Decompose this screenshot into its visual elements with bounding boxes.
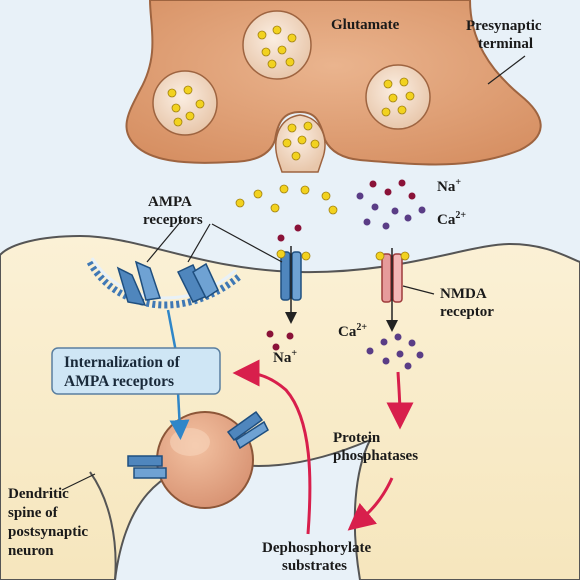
pathway-arrow-internalization bbox=[232, 359, 312, 535]
dendrite-lower-edge bbox=[89, 471, 117, 580]
presynaptic-label-2: terminal bbox=[478, 36, 533, 52]
dephos-label-1: Dephosphorylate bbox=[262, 540, 372, 556]
glutamate-label: Glutamate bbox=[331, 17, 400, 33]
internalization-label-1: Internalization of bbox=[64, 354, 181, 371]
ampa-receptor-icon bbox=[276, 249, 311, 301]
internalization-box bbox=[51, 347, 221, 395]
synaptic-vesicle-icon bbox=[242, 10, 312, 80]
spine-pointer bbox=[61, 473, 96, 491]
presynaptic-pointer bbox=[487, 55, 526, 85]
internalization-label-2: AMPA receptors bbox=[64, 373, 174, 390]
ampa-pointer-line bbox=[211, 223, 283, 263]
ampa-pointer-line bbox=[187, 223, 211, 263]
dephos-label-2: substrates bbox=[282, 558, 347, 574]
internalization-connector bbox=[166, 309, 178, 353]
pathway-arrow-dephosphorylate bbox=[347, 477, 394, 531]
ampa-label-2: receptors bbox=[143, 212, 203, 228]
nmda-label-1: NMDA bbox=[440, 286, 487, 302]
presynaptic-terminal bbox=[125, 0, 542, 166]
dendritic-label-3: postsynaptic bbox=[8, 524, 88, 540]
ion-cluster-top bbox=[277, 179, 426, 242]
ca-bottom-label: Ca2+ bbox=[338, 322, 367, 340]
nmda-receptor-icon bbox=[375, 251, 410, 303]
dendritic-label-4: neuron bbox=[8, 543, 54, 559]
ca-top-label: Ca2+ bbox=[437, 210, 466, 228]
internalization-arrow bbox=[169, 391, 190, 440]
ion-cluster-bottom bbox=[266, 330, 424, 370]
na-top-label: Na+ bbox=[437, 177, 461, 195]
fusing-vesicle bbox=[275, 114, 326, 173]
nmda-label-2: receptor bbox=[440, 304, 494, 320]
pathway-arrow-phosphatase bbox=[386, 371, 414, 430]
coated-pit bbox=[86, 260, 243, 309]
ampa-label-1: AMPA bbox=[148, 194, 192, 210]
na-bottom-label: Na+ bbox=[273, 348, 297, 366]
ampa-receptor-icon bbox=[176, 262, 219, 303]
protein-label-2: phosphatases bbox=[333, 448, 418, 464]
presynaptic-label-1: Presynaptic bbox=[466, 18, 542, 34]
ampa-pointer-line bbox=[146, 219, 183, 263]
nmda-pointer bbox=[402, 285, 435, 295]
dendritic-label-2: spine of bbox=[8, 505, 59, 521]
synaptic-vesicle-icon bbox=[365, 64, 431, 130]
protein-label-1: Protein bbox=[333, 430, 381, 446]
ampa-receptor-icon bbox=[116, 260, 161, 306]
synaptic-vesicle-icon bbox=[152, 70, 218, 136]
glutamate-molecules bbox=[235, 184, 338, 215]
dendritic-label-1: Dendritic bbox=[8, 486, 69, 502]
